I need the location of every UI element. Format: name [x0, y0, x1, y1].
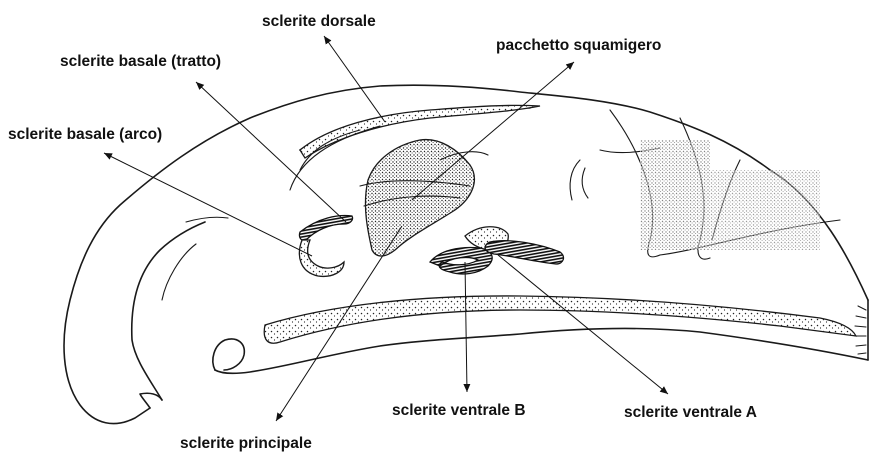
- label-sclerite-dorsale: sclerite dorsale: [262, 13, 376, 30]
- pointer-sclerite-basale-arco: [104, 153, 312, 256]
- pointer-sclerite-ventrale-b: [465, 262, 467, 392]
- label-sclerite-basale-arco: sclerite basale (arco): [8, 126, 162, 143]
- basal-sclerite-arc-shape: [299, 240, 344, 276]
- pointer-sclerite-ventrale-a: [498, 255, 668, 394]
- label-sclerite-principale: sclerite principale: [180, 435, 312, 452]
- label-sclerite-ventrale-b: sclerite ventrale B: [392, 402, 526, 419]
- pointer-pacchetto-squamigero: [412, 62, 574, 200]
- pointer-sclerite-dorsale: [324, 36, 385, 122]
- pointer-sclerite-basale-tratto: [196, 82, 346, 222]
- label-pacchetto-squamigero: pacchetto squamigero: [496, 37, 661, 54]
- ventral-plate: [264, 296, 856, 343]
- label-sclerite-basale-tratto: sclerite basale (tratto): [60, 53, 221, 70]
- basal-sclerite-stroke-shape: [299, 216, 352, 241]
- ventral-sclerite-b-shape: [430, 248, 492, 274]
- label-sclerite-ventrale-a: sclerite ventrale A: [624, 404, 757, 421]
- ventral-sclerite-a-shape: [485, 241, 563, 264]
